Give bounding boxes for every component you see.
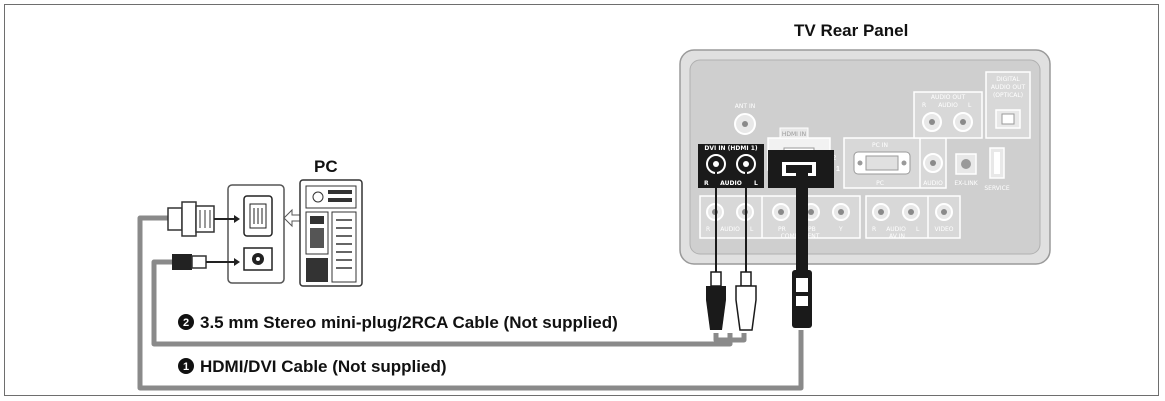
ant-in-jack	[734, 113, 756, 135]
pc-label: PC	[314, 157, 338, 176]
hdmi-port-1-label: 1	[836, 166, 840, 173]
cable-2-number: 2	[183, 317, 189, 329]
cable-1-label: HDMI/DVI Cable (Not supplied)	[200, 357, 447, 376]
audio-out-l-label: L	[968, 102, 972, 109]
cable-2-badge: 2	[178, 314, 194, 330]
av-audio-label: AUDIO	[886, 226, 906, 233]
dvi-l-label: L	[754, 180, 758, 187]
cable-1-number: 1	[183, 361, 189, 373]
ant-in-label: ANT IN	[735, 103, 755, 110]
mini-plug	[172, 254, 240, 270]
ex-link-label: EX-LINK	[954, 180, 978, 187]
digital-audio-out-label-3: (OPTICAL)	[993, 92, 1023, 99]
pc-in-block	[843, 137, 947, 189]
panel-title: TV Rear Panel	[794, 21, 908, 40]
dvi-r-label: R	[704, 180, 709, 187]
digital-audio-out-label-2: AUDIO OUT	[991, 84, 1026, 91]
service-port	[989, 147, 1005, 179]
pc-audio-label: AUDIO	[923, 180, 943, 187]
pc-connector-plate	[227, 184, 285, 284]
hdmi-port-2-label: 2	[832, 154, 836, 162]
hdmi-plug	[792, 170, 812, 328]
pc-label-panel: PC	[876, 180, 884, 187]
av-l-label: L	[916, 226, 920, 233]
service-label: SERVICE	[984, 185, 1010, 192]
comp-audio-label: AUDIO	[720, 226, 740, 233]
dvi-plug	[167, 201, 240, 237]
ex-link-jack	[955, 153, 977, 175]
y-label: Y	[838, 226, 843, 233]
pb-label: PB	[808, 226, 816, 233]
rca-plug-white	[735, 172, 757, 331]
dvi-in-label: DVI IN (HDMI 1)	[704, 145, 757, 152]
hdmi-in-label: HDMI IN	[782, 131, 806, 138]
pc-tower-icon	[299, 179, 363, 287]
optical-port	[985, 71, 1031, 139]
av-in-block	[865, 195, 961, 239]
cable-1-badge: 1	[178, 358, 194, 374]
av-in-label: AV IN	[889, 233, 905, 240]
av-r-label: R	[872, 226, 876, 233]
audio-out-label: AUDIO OUT	[931, 94, 966, 101]
diagram-frame	[4, 4, 1159, 396]
dvi-audio-label: AUDIO	[720, 180, 742, 187]
comp-r-label: R	[706, 226, 710, 233]
pc-in-label: PC IN	[872, 142, 888, 149]
pr-label: PR	[778, 226, 786, 233]
cable-2-label: 3.5 mm Stereo mini-plug/2RCA Cable (Not …	[200, 313, 618, 332]
stereo-audio-cable	[151, 259, 747, 347]
comp-l-label: L	[750, 226, 754, 233]
video-label: VIDEO	[934, 226, 953, 233]
audio-out-audio-label: AUDIO	[938, 102, 958, 109]
audio-out-r-label: R	[922, 102, 926, 109]
rca-plug-red	[706, 172, 726, 330]
audio-out-block	[913, 91, 983, 139]
dvi-audio-block	[698, 144, 764, 188]
hdmi-dvi-cable	[137, 215, 804, 391]
pc-arrow-icon	[283, 208, 301, 228]
digital-audio-out-label-1: DIGITAL	[996, 76, 1020, 83]
